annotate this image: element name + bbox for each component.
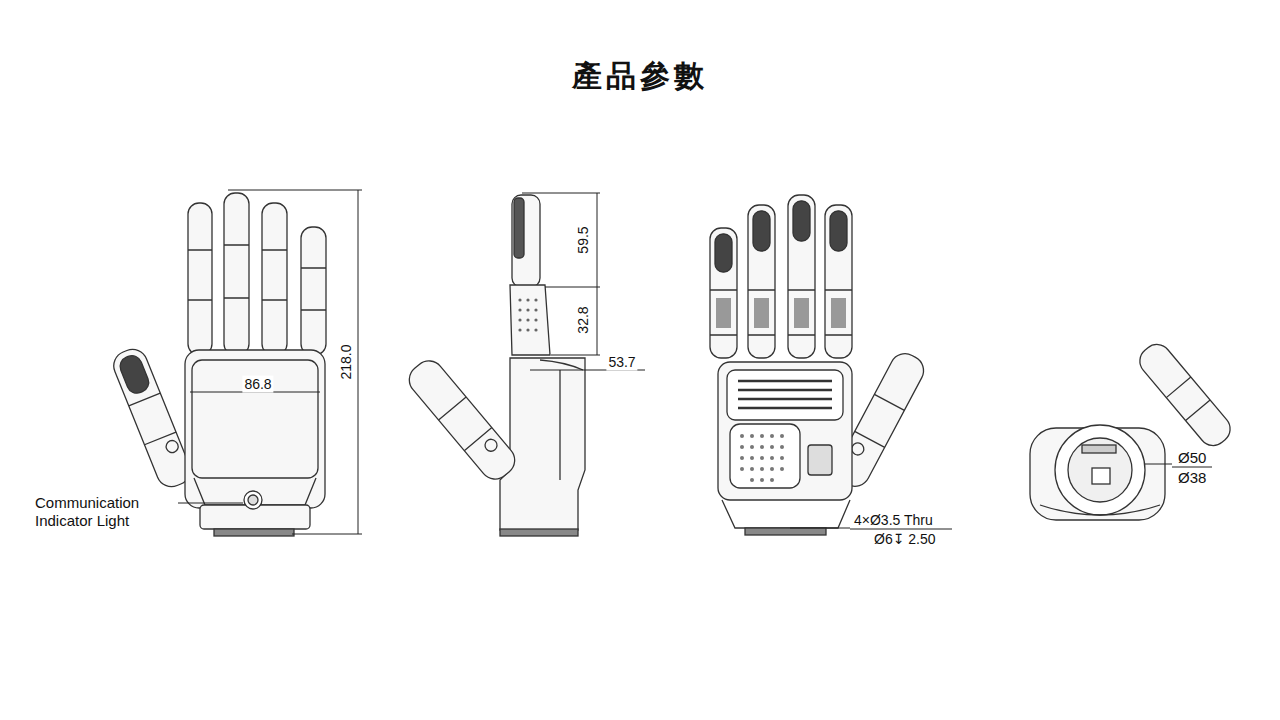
callout-label: 4×Ø3.5 Thru: [852, 512, 935, 529]
dimension-value: 32.8: [575, 304, 592, 335]
dimension-value: 86.8: [242, 376, 273, 393]
callout-label: Ø50: [1176, 449, 1208, 467]
callout-label: Ø38: [1176, 469, 1208, 487]
dimension-value: 59.5: [575, 224, 592, 255]
page-title: 產品參數: [570, 58, 710, 94]
callout-label: Communication Indicator Light: [33, 494, 177, 530]
dimension-value: 218.0: [338, 342, 355, 381]
dimension-value: 53.7: [606, 354, 637, 371]
callout-label: Ø6↧ 2.50: [872, 531, 938, 548]
